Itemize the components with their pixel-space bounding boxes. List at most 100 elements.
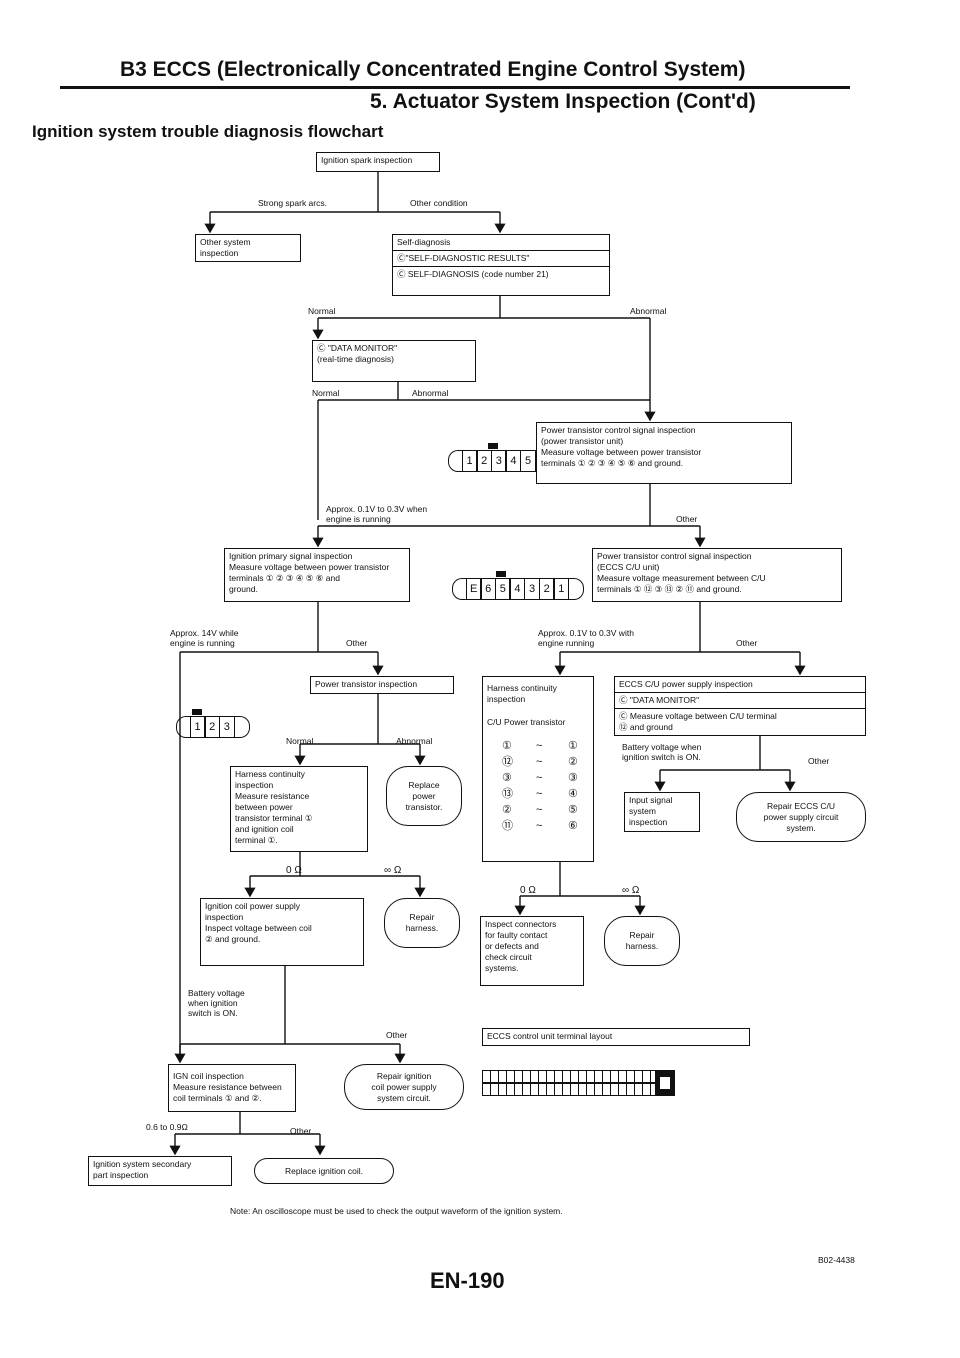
repair-ign-power-text: system circuit. — [377, 1092, 431, 1103]
approx-03b-label-2: engine running — [538, 638, 595, 648]
approx-14-label-1: Approx. 14V while — [170, 628, 239, 638]
ign-coil-box: IGN coil inspection Measure resistance b… — [168, 1064, 296, 1112]
harness-pt-text: and ignition coil — [235, 824, 294, 834]
replace-pt-text: power — [412, 790, 436, 801]
pt-control-eccs-box: Power transistor control signal inspecti… — [592, 548, 842, 602]
figure-id: B02-4438 — [818, 1255, 855, 1265]
approx-03-label-2: engine is running — [326, 514, 391, 524]
pin-cu: ① — [502, 740, 512, 752]
replace-coil-text: Replace ignition coil. — [285, 1165, 363, 1176]
pin-pt: ④ — [568, 788, 578, 800]
section-title: B3 ECCS (Electronically Concentrated Eng… — [120, 58, 746, 81]
header-rule — [60, 86, 850, 89]
spark-inspection-box: Ignition spark inspection — [316, 152, 440, 172]
eccs-power-box: ECCS C/U power supply inspection Ⓒ "DATA… — [614, 676, 866, 736]
replace-pt-node: Replace power transistor. — [386, 766, 462, 826]
pin-pt: ⑥ — [568, 820, 578, 832]
pin-tilde: ~ — [536, 740, 543, 752]
connector-6pin-cell: 4 — [505, 450, 522, 472]
normal-label-2: Normal — [312, 388, 340, 398]
footer-note: Note: An oscilloscope must be used to ch… — [230, 1206, 563, 1216]
inspect-connectors-text: for faulty contact — [485, 930, 548, 940]
pin-cu: ② — [502, 804, 512, 816]
ign-coil-text: coil terminals ① and ②. — [173, 1093, 262, 1103]
pt-inspection-text: Power transistor inspection — [315, 679, 418, 689]
pins-cu-column: ① ⑫ ③ ⑬ ② ⑪ — [502, 738, 513, 834]
connector-e-cell: 4 — [509, 578, 526, 600]
pins-tilde-column: ~ ~ ~ ~ ~ ~ — [536, 738, 542, 834]
pin-tilde: ~ — [536, 804, 543, 816]
pin-pt: ③ — [568, 772, 578, 784]
abnormal-label-2: Abnormal — [412, 388, 449, 398]
harness-pt-text: between power — [235, 802, 293, 812]
ecu-row-bottom — [482, 1083, 852, 1096]
self-diagnosis-box: Self-diagnosis Ⓒ"SELF-DIAGNOSTIC RESULTS… — [392, 234, 610, 296]
harness-pt-box: Harness continuity inspection Measure re… — [230, 766, 368, 852]
harness-pt-text: Harness continuity — [235, 769, 305, 779]
self-diag-divider-1 — [393, 250, 609, 251]
connector-e-cell: 6 — [480, 578, 497, 600]
connector-e-cell: 2 — [538, 578, 555, 600]
coil-power-text: Ignition coil power supply — [205, 901, 300, 911]
repair-harness-node-1: Repair harness. — [384, 898, 460, 948]
connector-3pin-cap-right — [234, 716, 250, 738]
repair-harness-text: harness. — [405, 923, 439, 933]
pin-cu: ⑬ — [502, 788, 513, 800]
page-number: EN-190 — [430, 1268, 505, 1293]
other-label-4: Other — [808, 756, 830, 766]
pin-tilde: ~ — [536, 788, 543, 800]
input-signal-box: Input signal system inspection — [624, 792, 700, 832]
pin-cu: ③ — [502, 772, 512, 784]
connector-3pin-cell: 2 — [204, 716, 221, 738]
repair-ign-power-node: Repair ignition coil power supply system… — [344, 1064, 464, 1110]
self-diag-text-2: Ⓒ"SELF-DIAGNOSTIC RESULTS" — [397, 253, 530, 263]
harness-pt-text: terminal ①. — [235, 835, 278, 845]
inf-ohm-label-1: ∞ Ω — [384, 865, 402, 876]
connector-6pin-cell: 2 — [476, 450, 493, 472]
connector-3pin: 1 2 3 — [176, 709, 250, 738]
connector-6pin-cap — [448, 450, 463, 472]
pt-control-unit-text-1: Power transistor control signal inspecti… — [541, 425, 696, 435]
connector-e-cap-right — [569, 578, 585, 600]
replace-pt-text: transistor. — [405, 801, 443, 812]
other-label-1: Other — [676, 514, 698, 524]
connector-6pin-cell: 3 — [490, 450, 507, 472]
inspect-connectors-text: Inspect connectors — [485, 919, 557, 929]
harness-pt-text: inspection — [235, 780, 274, 790]
abnormal-label-1: Abnormal — [630, 306, 667, 316]
pin-pt: ⑤ — [568, 804, 578, 816]
data-monitor-text-2: (real-time diagnosis) — [317, 354, 394, 364]
connector-e-7pin: E 6 5 4 3 2 1 — [452, 571, 585, 600]
abnormal-label-3: Abnormal — [396, 736, 433, 746]
repair-harness-text: harness. — [625, 941, 659, 951]
eccs-power-divider-2 — [615, 708, 865, 709]
eccs-power-divider-1 — [615, 692, 865, 693]
pin-cu: ⑪ — [502, 820, 513, 832]
ecu-terminal-layout — [482, 1070, 852, 1096]
normal-label-1: Normal — [308, 306, 336, 316]
other-system-text-1: Other system — [200, 237, 251, 247]
input-signal-text: system — [629, 806, 656, 816]
ecu-layout-title: ECCS control unit terminal layout — [487, 1031, 613, 1041]
zero-ohm-label-1: 0 Ω — [286, 865, 302, 876]
pin-cu: ⑫ — [502, 756, 513, 768]
self-diag-divider-2 — [393, 266, 609, 267]
inspect-connectors-text: or defects and — [485, 941, 539, 951]
primary-signal-text-2: Measure voltage between power transistor — [229, 562, 390, 572]
coil-power-text: ② and ground. — [205, 934, 261, 944]
connector-e-tab — [496, 571, 506, 577]
repair-eccs-power-text: system. — [786, 822, 816, 833]
approx-03b-label-1: Approx. 0.1V to 0.3V with — [538, 628, 634, 638]
battery-voltage-label-2: when ignition — [188, 998, 238, 1008]
connector-e-cell: 3 — [524, 578, 541, 600]
secondary-box: Ignition system secondary part inspectio… — [88, 1156, 232, 1186]
eccs-power-text-2: Ⓒ "DATA MONITOR" — [619, 695, 700, 705]
pt-control-eccs-text-2: (ECCS C/U unit) — [597, 562, 660, 572]
other-condition-label: Other condition — [410, 198, 468, 208]
harness-pt-text: transistor terminal ① — [235, 813, 313, 823]
repair-harness-node-2: Repair harness. — [604, 916, 680, 966]
connector-e-cap — [452, 578, 467, 600]
harness-cu-text-1: Harness continuity — [487, 683, 557, 693]
repair-harness-text: Repair — [409, 912, 435, 922]
